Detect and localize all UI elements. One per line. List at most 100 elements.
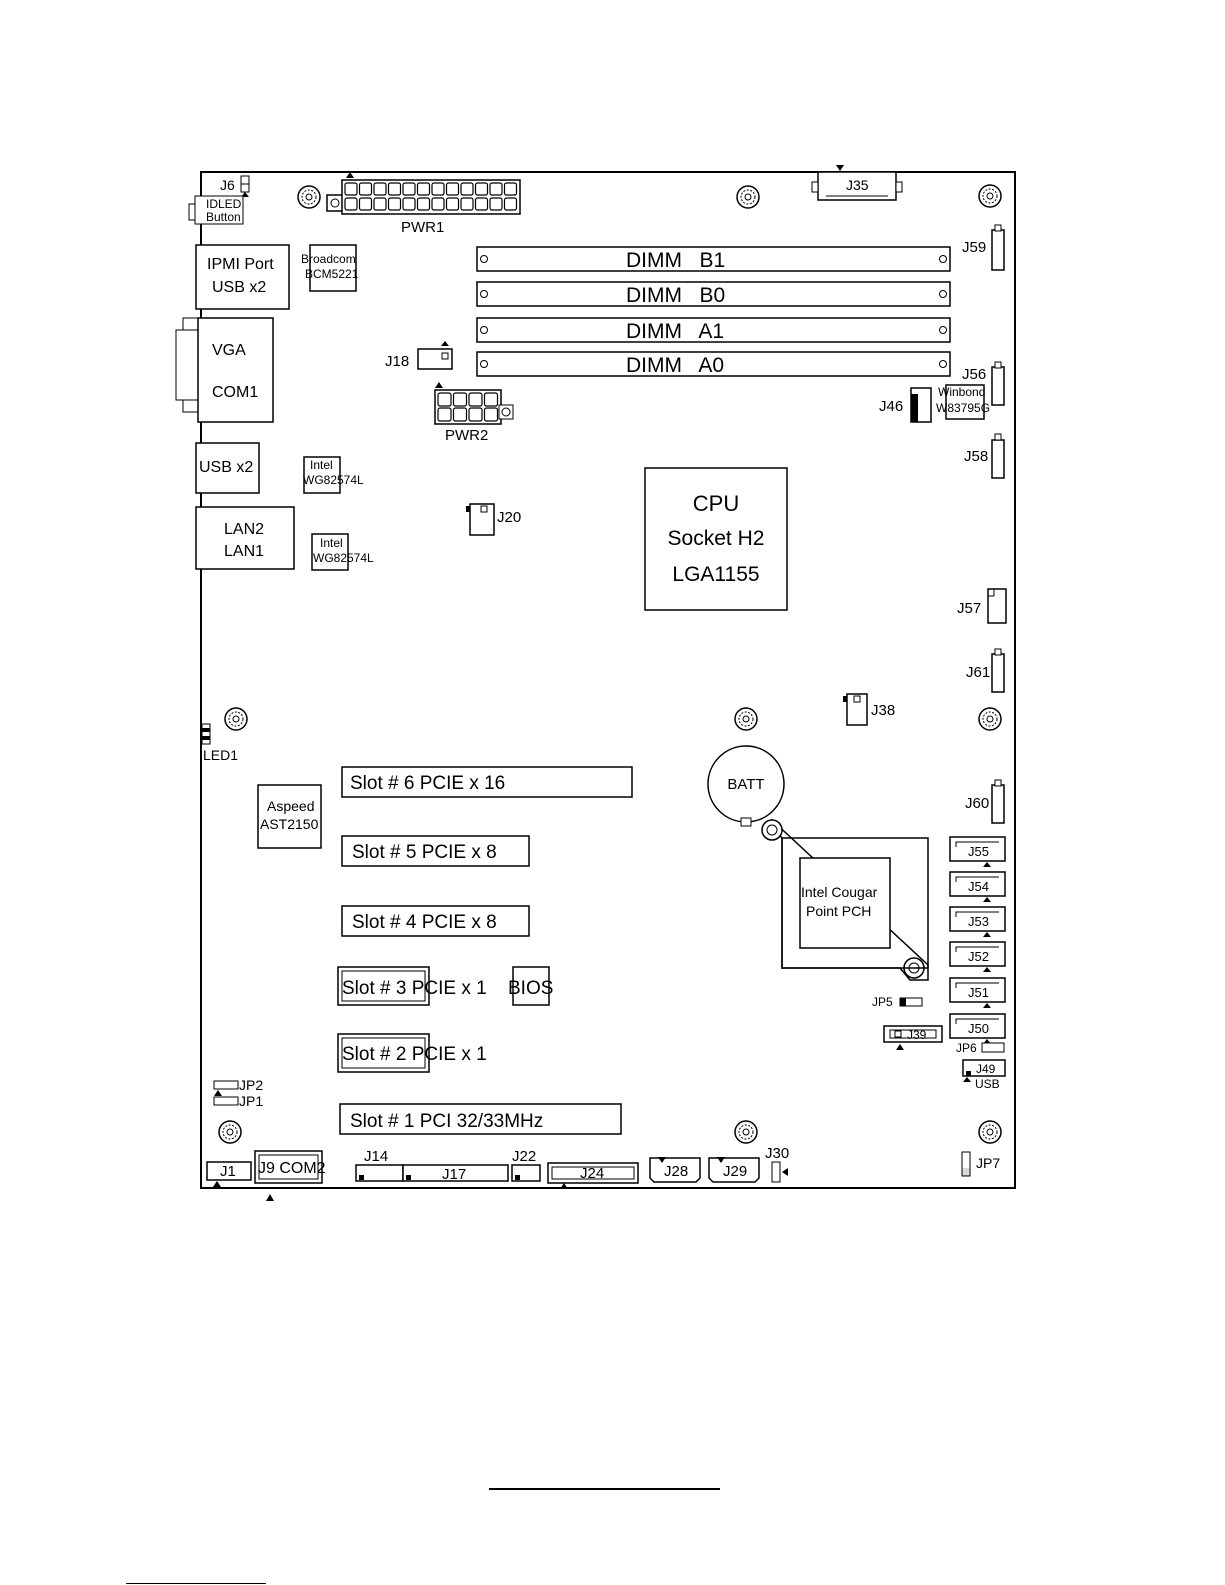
- j56-label: J56: [962, 366, 986, 383]
- jp7-label: JP7: [976, 1155, 1000, 1171]
- jp2-label: JP2: [239, 1077, 263, 1093]
- jp2-jumper: JP2: [213, 1077, 263, 1093]
- lan-ports: LAN2 LAN1: [195, 506, 295, 570]
- pcie-slot-5: Slot # 5 PCIE x 8: [341, 835, 530, 867]
- sata-label: J52: [968, 949, 989, 964]
- pci-slot-1: Slot # 1 PCI 32/33MHz: [339, 1103, 622, 1135]
- broadcom-label-1: Broadcom: [301, 252, 356, 266]
- j17-label: J17: [442, 1166, 466, 1183]
- j61-label: J61: [966, 664, 990, 681]
- j57-header: J57: [957, 588, 1007, 624]
- j29-label: J29: [723, 1163, 747, 1180]
- j58-header: J58: [964, 433, 1005, 479]
- sata-connector: J53: [949, 906, 1006, 937]
- cpu-label-2: Socket H2: [668, 527, 765, 550]
- sata-connector: J54: [949, 871, 1006, 902]
- pch-chipset: Intel Cougar Point PCH: [761, 818, 929, 981]
- jp1-jumper: JP1: [213, 1090, 263, 1109]
- usb-x2-label-a: USB x2: [212, 279, 266, 296]
- pcie-slot-2: Slot # 2 PCIE x 1: [337, 1033, 487, 1073]
- usb-x2-port: USB x2: [195, 442, 260, 494]
- led1-label: LED1: [203, 747, 238, 763]
- j46-header: J46: [879, 387, 932, 423]
- cpu-socket: CPU Socket H2 LGA1155: [644, 467, 788, 611]
- slot5-label: Slot # 5 PCIE x 8: [352, 842, 497, 863]
- intel1-label-2: WG82574L: [303, 473, 364, 487]
- sata-connector: J55: [949, 836, 1006, 867]
- pch-label-1: Intel Cougar: [801, 884, 878, 900]
- j49-usb-header: J49 USB: [962, 1059, 1006, 1091]
- usb-x2-label-b: USB x2: [199, 459, 253, 476]
- j57-label: J57: [957, 600, 981, 617]
- broadcom-label-2: BCM5221: [305, 267, 359, 281]
- dimm-slot: DIMM A1: [476, 317, 951, 343]
- jp7-jumper: JP7: [961, 1151, 1000, 1177]
- j38-header: J38: [843, 693, 895, 726]
- button-label: Button: [206, 210, 241, 224]
- intel-lan-chip-1: Intel WG82574L: [303, 456, 364, 494]
- pch-label-2: Point PCH: [806, 903, 871, 919]
- j14-label: J14: [364, 1148, 388, 1165]
- jp6-label: JP6: [956, 1041, 977, 1055]
- j59-label: J59: [962, 239, 986, 256]
- j18-header: J18: [385, 341, 453, 370]
- pcie-slot-3: Slot # 3 PCIE x 1: [337, 966, 487, 1006]
- pcie-slot-6: Slot # 6 PCIE x 16: [341, 766, 633, 798]
- j49-label: J49: [976, 1062, 996, 1076]
- j22-header: J22: [511, 1148, 541, 1182]
- sata-label: J53: [968, 914, 989, 929]
- ipmi-label: IPMI Port: [207, 256, 274, 273]
- intel2-label-2: WG82574L: [313, 551, 374, 565]
- usb-label: USB: [975, 1077, 1000, 1091]
- j35-label: J35: [846, 177, 869, 193]
- slot3-label: Slot # 3 PCIE x 1: [342, 978, 487, 999]
- j30-header: J30: [765, 1145, 789, 1183]
- jp1-label: JP1: [239, 1093, 263, 1109]
- j30-label: J30: [765, 1145, 789, 1162]
- page-bottom-rule: [126, 1583, 266, 1584]
- winbond-label-2: W83795G: [936, 401, 990, 415]
- bios-label: BIOS: [508, 978, 553, 999]
- led1: LED1: [201, 723, 238, 763]
- aspeed-label-1: Aspeed: [267, 798, 314, 814]
- j18-label: J18: [385, 353, 409, 370]
- dimm-slot: DIMM B1: [476, 246, 951, 272]
- j28-connector: J28: [649, 1157, 701, 1183]
- sata-connector: J52: [949, 941, 1006, 972]
- dimm-label: DIMM A0: [626, 354, 724, 377]
- slot1-label: Slot # 1 PCI 32/33MHz: [350, 1111, 543, 1132]
- j20-label: J20: [497, 509, 521, 526]
- aspeed-chip: Aspeed AST2150: [257, 784, 322, 849]
- sata-connector: J51: [949, 977, 1006, 1008]
- broadcom-chip: Broadcom BCM5221: [301, 244, 359, 292]
- vga-com1-port: VGA COM1: [175, 317, 274, 423]
- jp5-label: JP5: [872, 995, 893, 1009]
- j6-header: J6: [220, 175, 250, 197]
- j60-label: J60: [965, 795, 989, 812]
- j59-header: J59: [962, 224, 1005, 271]
- j35-connector: J35: [811, 165, 903, 201]
- sata-label: J54: [968, 879, 989, 894]
- j24-label: J24: [580, 1165, 604, 1182]
- pwr1-label: PWR1: [401, 219, 444, 236]
- slot2-label: Slot # 2 PCIE x 1: [342, 1044, 487, 1065]
- j39-label: J39: [907, 1028, 927, 1042]
- j56-header: J56: [962, 361, 1005, 406]
- slot6-label: Slot # 6 PCIE x 16: [350, 773, 505, 794]
- j29-connector: J29: [708, 1157, 760, 1183]
- winbond-label-1: Winbond: [938, 385, 985, 399]
- pcie-slot-4: Slot # 4 PCIE x 8: [341, 905, 530, 937]
- j61-header: J61: [966, 648, 1005, 693]
- lan2-label: LAN2: [224, 521, 264, 538]
- j38-label: J38: [871, 702, 895, 719]
- j22-label: J22: [512, 1148, 536, 1165]
- board-outline: [200, 171, 1016, 1189]
- jp5-jumper: JP5: [872, 995, 923, 1009]
- j9-label: J9 COM2: [258, 1160, 326, 1177]
- pwr2-label: PWR2: [445, 427, 488, 444]
- j60-header: J60: [965, 779, 1005, 824]
- j28-label: J28: [664, 1163, 688, 1180]
